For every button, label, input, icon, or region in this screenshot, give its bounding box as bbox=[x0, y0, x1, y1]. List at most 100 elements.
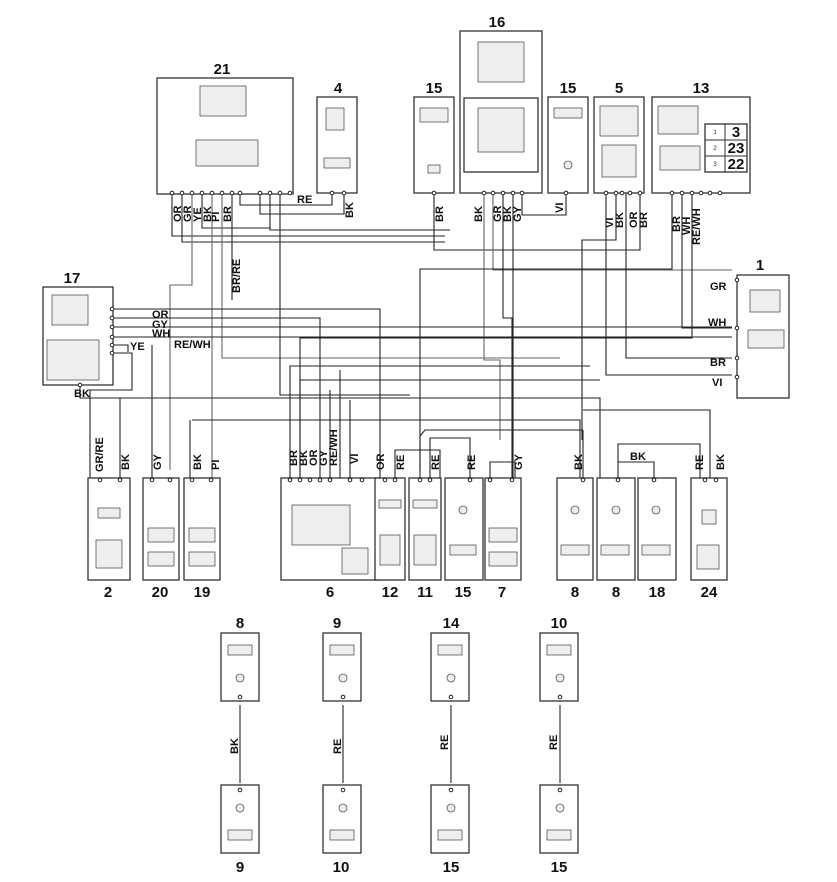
svg-text:15: 15 bbox=[455, 584, 472, 601]
wire-label: OR bbox=[172, 205, 184, 222]
svg-text:18: 18 bbox=[649, 584, 666, 601]
wire-label: RE bbox=[439, 735, 451, 750]
component-13: 13 1 2 3 3 23 22 bbox=[651, 80, 751, 196]
wire-label: RE bbox=[395, 455, 407, 470]
wire-label: BK bbox=[202, 206, 214, 222]
wire-label: BK bbox=[344, 202, 356, 218]
wire-label: VI bbox=[554, 203, 566, 213]
wire-label: GY bbox=[152, 319, 169, 331]
component-15c: 15 bbox=[444, 477, 484, 601]
connector-icon bbox=[413, 534, 437, 566]
ring-terminal-icon bbox=[437, 829, 463, 841]
component-15b-number: 15 bbox=[560, 80, 577, 97]
relay-icon bbox=[477, 41, 525, 83]
terminal-icon bbox=[458, 505, 468, 515]
ground-pair-10-15: 10 15 bbox=[539, 615, 579, 876]
wire-label: PI bbox=[210, 212, 222, 222]
ring-terminal-icon bbox=[329, 644, 355, 656]
wire-label: WH bbox=[708, 317, 726, 329]
ring-terminal-icon bbox=[546, 644, 572, 656]
wire-label: VI bbox=[349, 454, 361, 464]
connector-face-icon bbox=[378, 499, 402, 509]
ring-terminal-icon bbox=[560, 544, 590, 556]
wire-label: OR bbox=[152, 309, 169, 321]
component-16-number: 16 bbox=[489, 14, 506, 31]
wire-label: YE bbox=[192, 207, 204, 222]
terminal-icon bbox=[338, 803, 348, 813]
wire-label: OR bbox=[375, 453, 387, 470]
wire-label: GY bbox=[318, 449, 330, 466]
svg-text:23: 23 bbox=[728, 140, 745, 157]
wire-label: GR bbox=[710, 281, 727, 293]
svg-text:7: 7 bbox=[498, 584, 506, 601]
svg-text:9: 9 bbox=[236, 859, 244, 876]
svg-text:24: 24 bbox=[701, 584, 718, 601]
wire-label: BK bbox=[715, 454, 727, 470]
component-21: 21 bbox=[156, 61, 294, 196]
connector-icon bbox=[599, 105, 639, 137]
ring-terminal-icon bbox=[227, 829, 253, 841]
terminal-icon bbox=[235, 803, 245, 813]
component-4: 4 bbox=[316, 80, 358, 196]
wire-label: BK bbox=[298, 450, 310, 466]
wire-label: BK bbox=[502, 206, 514, 222]
terminal-icon bbox=[651, 505, 661, 515]
wire-label: RE bbox=[297, 194, 312, 206]
wire-label: YE bbox=[130, 341, 145, 353]
terminal-icon bbox=[555, 803, 565, 813]
component-6: 6 bbox=[280, 477, 380, 601]
svg-text:11: 11 bbox=[417, 584, 433, 601]
terminal-icon bbox=[563, 160, 573, 170]
terminal-icon bbox=[446, 673, 456, 683]
svg-text:8: 8 bbox=[236, 615, 244, 632]
svg-text:22: 22 bbox=[728, 156, 745, 173]
connector-icon bbox=[188, 527, 216, 543]
terminal-icon bbox=[555, 673, 565, 683]
svg-text:15: 15 bbox=[443, 859, 460, 876]
connector-icon bbox=[749, 289, 781, 313]
svg-text:14: 14 bbox=[443, 615, 460, 632]
ring-terminal-icon bbox=[600, 544, 630, 556]
connector-icon bbox=[199, 85, 247, 117]
terminal-icon bbox=[446, 803, 456, 813]
connector-icon bbox=[488, 551, 518, 567]
component-2: 2 bbox=[87, 477, 131, 601]
svg-text:2: 2 bbox=[713, 146, 717, 152]
wire-label: GR bbox=[182, 205, 194, 222]
wires bbox=[79, 193, 732, 783]
connector-face-icon bbox=[195, 139, 259, 167]
wire-label: VI bbox=[712, 377, 722, 389]
terminal-icon bbox=[427, 164, 441, 174]
wire-label: BK bbox=[614, 212, 626, 228]
svg-text:10: 10 bbox=[333, 859, 350, 876]
svg-text:10: 10 bbox=[551, 615, 568, 632]
wire-label: VI bbox=[604, 218, 616, 228]
component-15a-number: 15 bbox=[426, 80, 443, 97]
wire-label: OR bbox=[308, 449, 320, 466]
component-11: 11 bbox=[408, 477, 442, 601]
wire-label: BK bbox=[192, 454, 204, 470]
wire-label: RE/WH bbox=[174, 339, 211, 351]
component-1-number: 1 bbox=[756, 257, 764, 274]
component-12: 12 bbox=[374, 477, 406, 601]
component-4-number: 4 bbox=[334, 80, 343, 97]
wire-label: GR bbox=[492, 205, 504, 222]
wire-label: GR/RE bbox=[94, 437, 106, 472]
connector-icon bbox=[419, 107, 449, 123]
component-5-number: 5 bbox=[615, 80, 623, 97]
connector-icon bbox=[379, 534, 401, 566]
connector-face-icon bbox=[97, 507, 121, 519]
wire-label: RE bbox=[430, 455, 442, 470]
wire-labels: OR GR YE BK PI BR RE BK BR BK GR BK GY V… bbox=[74, 194, 727, 754]
component-8a: 8 bbox=[556, 477, 594, 601]
svg-text:2: 2 bbox=[104, 584, 112, 601]
wire-label: RE bbox=[466, 455, 478, 470]
component-21-number: 21 bbox=[214, 61, 231, 78]
terminal-icon bbox=[338, 673, 348, 683]
svg-text:3: 3 bbox=[713, 162, 717, 168]
connector-face-icon bbox=[412, 499, 438, 509]
wire-label: BK bbox=[573, 454, 585, 470]
wire-label: BR bbox=[434, 206, 446, 222]
connector-face-icon bbox=[747, 329, 785, 349]
